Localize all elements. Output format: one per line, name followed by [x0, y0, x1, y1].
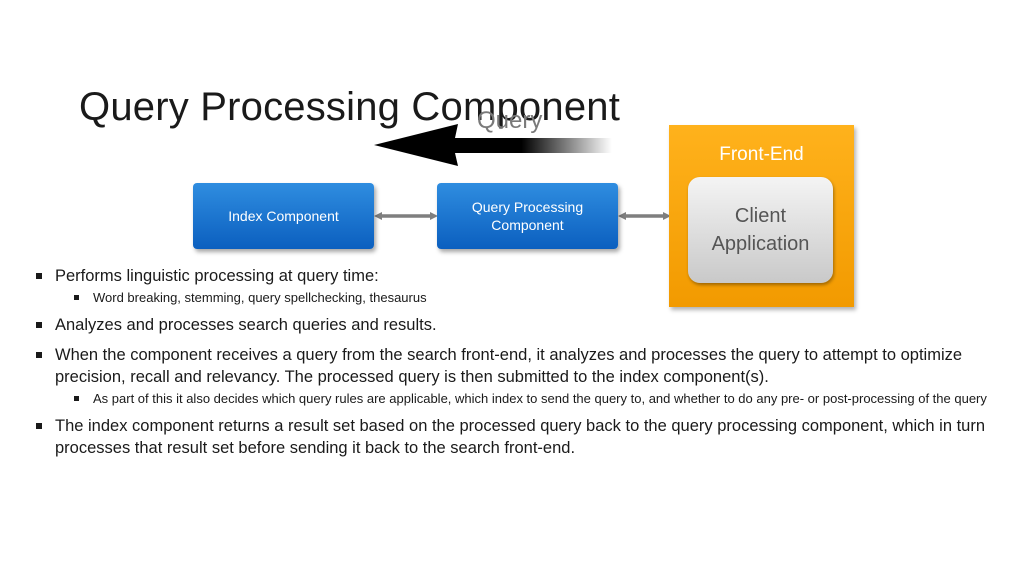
query-label: Query: [477, 107, 543, 134]
bullet-item: Analyzes and processes search queries an…: [36, 314, 996, 336]
bullet-text: The index component returns a result set…: [55, 417, 986, 457]
index-component-label: Index Component: [228, 208, 339, 224]
index-component-box: Index Component: [193, 183, 374, 249]
bullet-item: When the component receives a query from…: [36, 344, 996, 407]
front-end-label: Front-End: [719, 144, 804, 165]
bullet-text: Performs linguistic processing at query …: [55, 267, 379, 285]
bullet-text: When the component receives a query from…: [55, 346, 963, 386]
query-direction-arrow: [374, 124, 612, 166]
bullet-text: Analyzes and processes search queries an…: [55, 316, 437, 334]
sub-bullet-list: As part of this it also decides which qu…: [55, 390, 996, 407]
bullet-list: Performs linguistic processing at query …: [36, 265, 996, 467]
client-application-box: Client Application: [688, 177, 833, 283]
client-application-label: Client Application: [711, 205, 810, 255]
slide-title: Query Processing Component: [79, 84, 621, 129]
sub-bullet-item: Word breaking, stemming, query spellchec…: [74, 289, 996, 306]
bullet-item: The index component returns a result set…: [36, 415, 996, 459]
bullet-item: Performs linguistic processing at query …: [36, 265, 996, 306]
sub-bullet-list: Word breaking, stemming, query spellchec…: [55, 289, 996, 306]
sub-bullet-item: As part of this it also decides which qu…: [74, 390, 996, 407]
query-processing-component-box: Query Processing Component: [437, 183, 618, 249]
query-processing-component-label: Query Processing Component: [471, 199, 584, 233]
front-end-box: Front-End Client Application: [669, 125, 854, 307]
